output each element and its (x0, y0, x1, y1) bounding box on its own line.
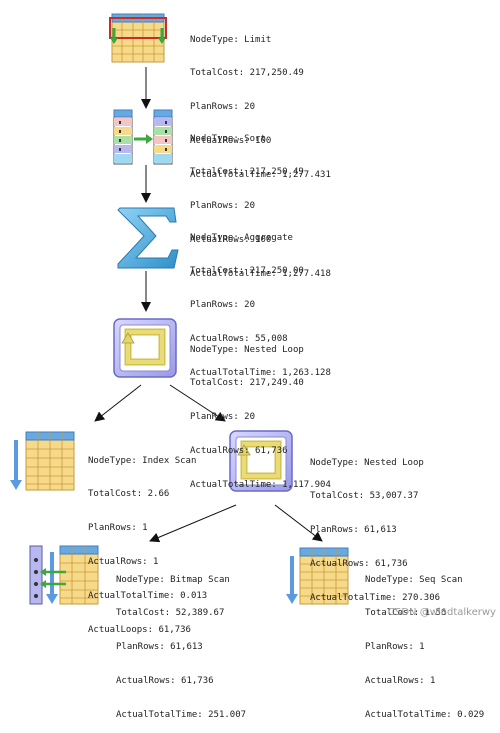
node-index-scan-total-cost: TotalCost: 2.66 (88, 489, 170, 500)
node-seq-scan-total-cost: TotalCost: 1.56 (365, 608, 447, 619)
node-limit-total-cost: TotalCost: 217,250.49 (190, 68, 304, 79)
node-limit-text: NodeType: Limit TotalCost: 217,250.49 Pl… (190, 12, 331, 193)
node-index-scan-actual-rows: ActualRows: 1 (88, 557, 159, 568)
node-bitmap-scan-type: NodeType: Bitmap Scan (116, 574, 230, 585)
node-seq-scan-actual-total-time: ActualTotalTime: 0.029 (365, 710, 485, 721)
node-bitmap-scan-text: NodeType: Bitmap Scan TotalCost: 52,389.… (116, 552, 246, 733)
loop-icon (229, 430, 293, 492)
node-nested-loop-2-actual-total-time: ActualTotalTime: 270.306 (310, 593, 441, 604)
node-index-scan-type: NodeType: Index Scan (88, 455, 197, 466)
node-bitmap-scan-plan-rows: PlanRows: 61,613 (116, 642, 203, 653)
edge-loop-loop2 (169, 384, 226, 422)
edge-loop2-seq (274, 504, 323, 542)
node-seq-scan-actual-rows: ActualRows: 1 (365, 676, 436, 687)
plan-diagram (10, 13, 349, 605)
sort-icon (113, 109, 173, 165)
node-aggregate-actual-rows: ActualRows: 55,008 (190, 334, 288, 345)
node-index-scan-plan-rows: PlanRows: 1 (88, 523, 148, 534)
node-sort-total-cost: TotalCost: 217,250.49 (190, 167, 304, 178)
node-nested-loop-2-plan-rows: PlanRows: 61,613 (310, 525, 397, 536)
edge-loop2-bitmap (149, 504, 237, 543)
node-sort-text: NodeType: Sort TotalCost: 217,250.49 Pla… (190, 111, 331, 292)
bitmap-scan-icon (29, 545, 99, 605)
node-bitmap-scan-total-cost: TotalCost: 52,389.67 (116, 608, 225, 619)
node-bitmap-scan-actual-rows: ActualRows: 61,736 (116, 676, 214, 687)
node-seq-scan-text: NodeType: Seq Scan TotalCost: 1.56 PlanR… (365, 552, 484, 733)
node-aggregate-text: NodeType: Aggregate TotalCost: 217,250.0… (190, 210, 331, 391)
node-limit-plan-rows: PlanRows: 20 (190, 102, 256, 113)
node-sort-type: NodeType: Sort (190, 133, 266, 144)
node-nested-loop-1-type: NodeType: Nested Loop (190, 344, 304, 355)
node-sort-actual-rows: ActualRows: 100 (190, 235, 272, 246)
node-seq-scan-plan-rows: PlanRows: 1 (365, 642, 425, 653)
node-nested-loop-1-actual-rows: ActualRows: 61,736 (190, 446, 288, 457)
limit-icon (109, 13, 167, 63)
node-nested-loop-2-text: NodeType: Nested Loop TotalCost: 53,007.… (310, 435, 440, 616)
loop-icon (113, 318, 177, 378)
edges (94, 67, 323, 543)
node-limit-type: NodeType: Limit (190, 34, 272, 45)
node-index-scan-actual-total-time: ActualTotalTime: 0.013 (88, 591, 208, 602)
node-nested-loop-1-actual-total-time: ActualTotalTime: 1,117.904 (190, 480, 331, 491)
node-nested-loop-2-actual-rows: ActualRows: 61,736 (310, 559, 408, 570)
node-sort-plan-rows: PlanRows: 20 (190, 201, 256, 212)
node-aggregate-plan-rows: PlanRows: 20 (190, 300, 256, 311)
index-scan-icon (10, 431, 75, 491)
node-nested-loop-1-plan-rows: PlanRows: 20 (190, 412, 256, 423)
seq-scan-icon (286, 547, 349, 605)
node-seq-scan-type: NodeType: Seq Scan (365, 574, 463, 585)
watermark: CSDN @windtalkerwy (388, 607, 496, 618)
node-limit-actual-rows: ActualRows: 100 (190, 136, 272, 147)
node-aggregate-type: NodeType: Aggregate (190, 232, 293, 243)
node-nested-loop-1-total-cost: TotalCost: 217,249.40 (190, 378, 304, 389)
node-bitmap-scan-actual-total-time: ActualTotalTime: 251.007 (116, 710, 247, 721)
node-aggregate-total-cost: TotalCost: 217,250.00 (190, 266, 304, 277)
edge-loop-index (94, 384, 142, 422)
node-sort-actual-total-time: ActualTotalTime: 1,277.418 (190, 269, 331, 280)
node-limit-actual-total-time: ActualTotalTime: 1,277.431 (190, 170, 331, 181)
node-nested-loop-2-total-cost: TotalCost: 53,007.37 (310, 491, 419, 502)
node-nested-loop-2-type: NodeType: Nested Loop (310, 457, 424, 468)
node-nested-loop-1-text: NodeType: Nested Loop TotalCost: 217,249… (190, 322, 331, 503)
node-aggregate-actual-total-time: ActualTotalTime: 1,263.128 (190, 368, 331, 379)
sigma-icon (117, 207, 179, 269)
